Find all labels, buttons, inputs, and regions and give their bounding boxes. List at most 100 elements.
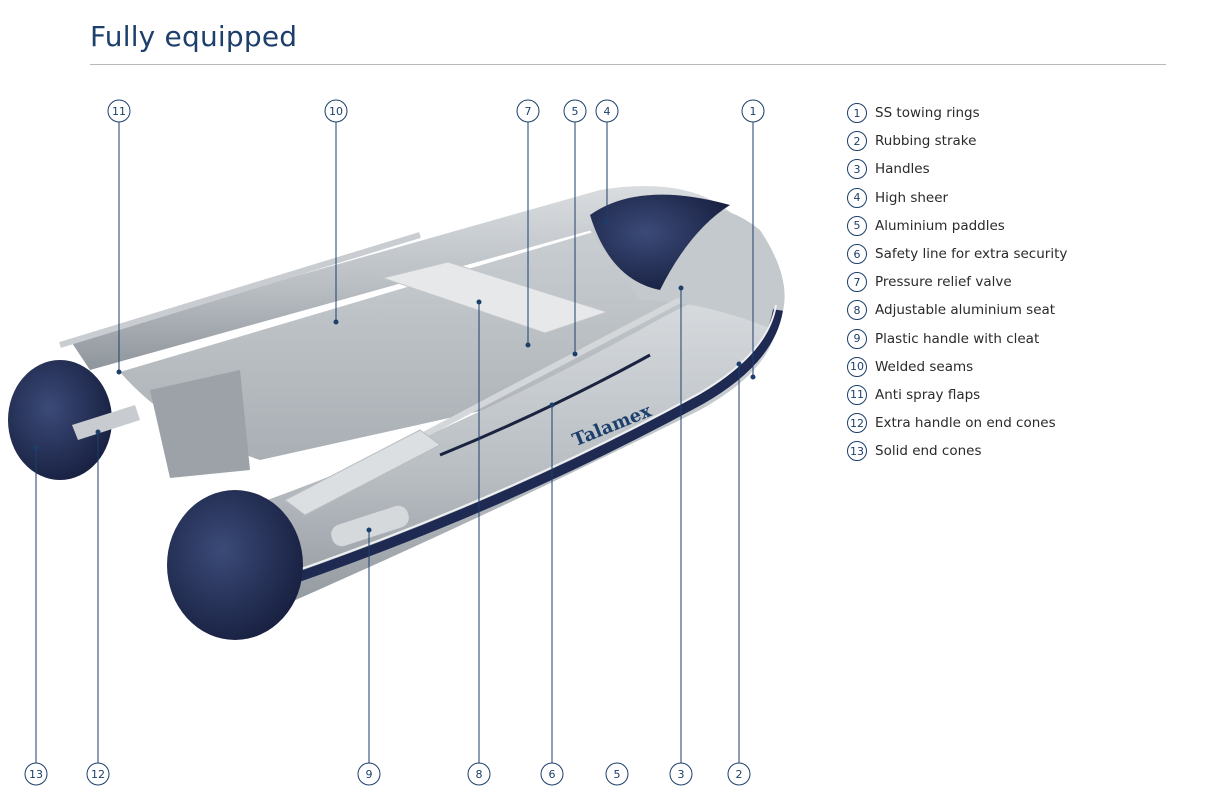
- callout-marker: 6: [540, 762, 564, 786]
- rubbing-strake: [213, 309, 783, 610]
- callout-number: 12: [91, 768, 105, 781]
- callout-circle: [605, 762, 629, 786]
- callout-number: 5: [614, 768, 621, 781]
- callout-number: 10: [329, 105, 343, 118]
- callout-circle: [24, 762, 48, 786]
- callout-marker: 11: [107, 99, 131, 123]
- callout-circle: [540, 762, 564, 786]
- legend-number-badge: 4: [847, 187, 867, 208]
- callout-anchor-dot: [333, 319, 339, 325]
- legend-label: Safety line for extra security: [875, 246, 1068, 263]
- legend-number-badge: 10: [847, 356, 867, 377]
- callout-number: 5: [572, 105, 579, 118]
- callout-number: 4: [604, 105, 611, 118]
- legend-item: 9 Plastic handle with cleat: [847, 325, 1067, 353]
- legend-label: Plastic handle with cleat: [875, 330, 1040, 347]
- legend-item: 7 Pressure relief valve: [847, 268, 1067, 296]
- callout-circle: [563, 99, 587, 123]
- callout-number: 3: [678, 768, 685, 781]
- callout-anchor-dot: [678, 285, 684, 291]
- safety-line: [439, 353, 651, 457]
- legend-label: Pressure relief valve: [875, 274, 1012, 291]
- callout-circle: [86, 762, 110, 786]
- callout-number: 7: [525, 105, 532, 118]
- title-divider: [90, 64, 1166, 65]
- callout-anchor-dot: [366, 527, 372, 533]
- legend-label: High sheer: [875, 189, 949, 206]
- legend-number-badge: 7: [847, 272, 867, 293]
- legend-item: 1 SS towing rings: [847, 99, 1067, 127]
- callout-marker: 7: [516, 99, 540, 123]
- callout-number: 11: [112, 105, 126, 118]
- callout-marker: 12: [86, 762, 110, 786]
- callout-anchor-dot: [116, 369, 122, 375]
- legend-number-badge: 6: [847, 244, 867, 265]
- paddle-back: [59, 232, 421, 348]
- callout-circle: [107, 99, 131, 123]
- callout-number: 9: [366, 768, 373, 781]
- legend-label: Handles: [875, 161, 930, 178]
- callout-marker: 3: [669, 762, 693, 786]
- left-end-cone: [8, 360, 112, 480]
- callout-marker: 1: [741, 99, 765, 123]
- legend-label: SS towing rings: [875, 105, 980, 122]
- callout-anchor-dot: [750, 374, 756, 380]
- page-title: Fully equipped: [90, 20, 298, 53]
- callout-anchor-dot: [572, 351, 578, 357]
- legend-number-badge: 3: [847, 159, 867, 180]
- callout-number: 13: [29, 768, 43, 781]
- legend-label: Solid end cones: [875, 443, 982, 460]
- legend-item: 6 Safety line for extra security: [847, 240, 1067, 268]
- legend-item: 10 Welded seams: [847, 353, 1067, 381]
- callout-marker: 8: [467, 762, 491, 786]
- legend-number-badge: 11: [847, 384, 867, 405]
- legend-label: Aluminium paddles: [875, 217, 1005, 234]
- seat: [381, 261, 609, 334]
- bow-cone: [590, 194, 730, 290]
- transom: [150, 370, 250, 478]
- legend-item: 11 Anti spray flaps: [847, 381, 1067, 409]
- callout-marker: 2: [727, 762, 751, 786]
- legend-item: 4 High sheer: [847, 184, 1067, 212]
- legend-number-badge: 12: [847, 413, 867, 434]
- callout-anchor-dot: [95, 429, 101, 435]
- legend-label: Rubbing strake: [875, 133, 977, 150]
- legend-number-badge: 1: [847, 103, 867, 124]
- legend-number-badge: 9: [847, 328, 867, 349]
- callout-anchor-dot: [604, 219, 610, 225]
- callout-circle: [727, 762, 751, 786]
- legend-item: 8 Adjustable aluminium seat: [847, 296, 1067, 324]
- legend-list: 1 SS towing rings 2 Rubbing strake 3 Handles 4…: [847, 99, 1067, 465]
- callout-marker: 5: [563, 99, 587, 123]
- callout-circle: [741, 99, 765, 123]
- legend-number-badge: 8: [847, 300, 867, 321]
- callout-circle: [595, 99, 619, 123]
- legend-number-badge: 5: [847, 215, 867, 236]
- right-end-cone: [167, 490, 303, 640]
- boat-floor: [120, 230, 700, 460]
- callout-anchor-dot: [736, 361, 742, 367]
- legend-label: Adjustable aluminium seat: [875, 302, 1056, 319]
- callout-number: 1: [750, 105, 757, 118]
- legend-number-badge: 2: [847, 131, 867, 152]
- legend-item: 12 Extra handle on end cones: [847, 409, 1067, 437]
- callout-marker: 9: [357, 762, 381, 786]
- callout-number: 8: [476, 768, 483, 781]
- legend-label: Welded seams: [875, 358, 974, 375]
- callout-anchor-dot: [525, 342, 531, 348]
- callout-number: 6: [549, 768, 556, 781]
- callout-anchor-dot: [476, 299, 482, 305]
- legend-item: 2 Rubbing strake: [847, 127, 1067, 155]
- legend-label: Anti spray flaps: [875, 386, 981, 403]
- legend-label: Extra handle on end cones: [875, 415, 1056, 432]
- callout-marker: 5: [605, 762, 629, 786]
- legend-number-badge: 13: [847, 441, 867, 462]
- callout-marker: 10: [324, 99, 348, 123]
- callout-circle: [467, 762, 491, 786]
- callout-circle: [324, 99, 348, 123]
- callout-circle: [516, 99, 540, 123]
- callout-marker: 4: [595, 99, 619, 123]
- callout-circle: [357, 762, 381, 786]
- legend-item: 5 Aluminium paddles: [847, 212, 1067, 240]
